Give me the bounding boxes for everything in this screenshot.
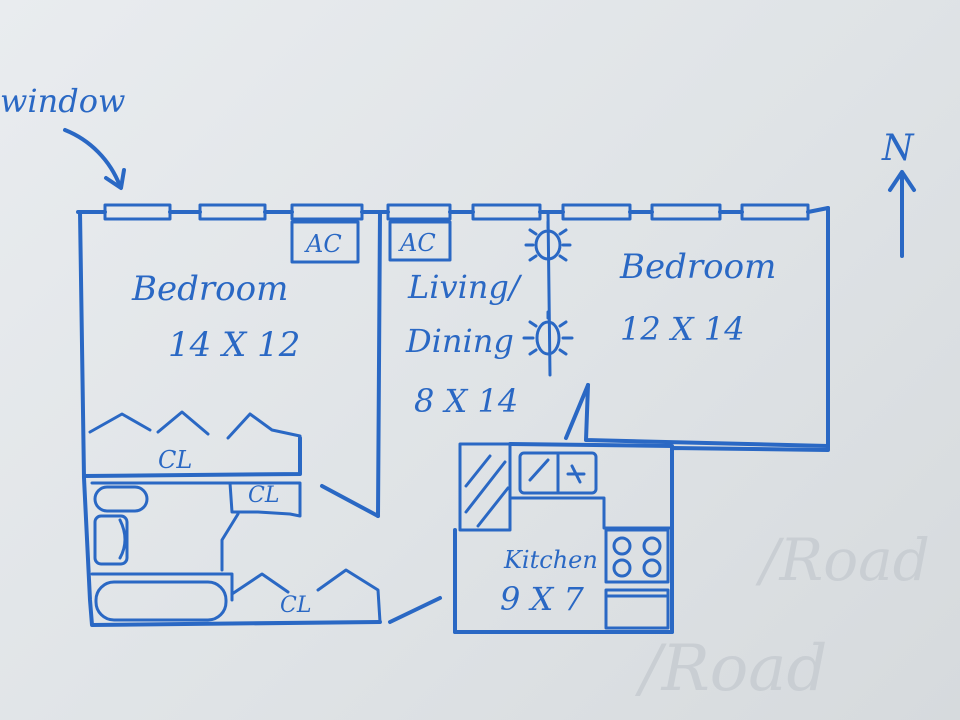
stove-icon — [604, 528, 670, 584]
living-label-line1: Living/ — [407, 268, 523, 306]
window-2 — [198, 203, 267, 221]
ceiling-light-2 — [522, 310, 574, 356]
ghost-scribble-2: /Road — [634, 632, 827, 706]
burner-2 — [642, 536, 662, 556]
sink-icon — [93, 514, 129, 566]
window-6 — [561, 203, 632, 221]
window-arrow-head — [104, 168, 126, 190]
ac-label-living: AC — [398, 229, 436, 257]
closet-hall — [230, 568, 382, 624]
closet-main — [82, 410, 302, 478]
oven-icon — [604, 588, 670, 630]
west-wall — [78, 210, 382, 627]
bedroom-living-partition — [376, 210, 382, 518]
east-bedroom-door-swing — [564, 383, 590, 440]
east-bedroom-partition — [546, 210, 552, 377]
window-5 — [471, 203, 542, 221]
window-1 — [103, 203, 172, 221]
closet-bath-label: CL — [248, 483, 279, 508]
toilet-icon — [93, 485, 149, 513]
kitchen-sink-icon — [518, 451, 598, 495]
bedroom-west-size: 14 X 12 — [168, 325, 300, 365]
kitchen — [453, 442, 674, 634]
window-arrow — [63, 128, 122, 188]
window-3 — [290, 203, 364, 221]
closet-hall-label: CL — [280, 593, 311, 618]
burner-4 — [642, 558, 662, 578]
closet-main-label: CL — [158, 446, 192, 474]
ceiling-light-1 — [524, 220, 572, 262]
burner-3 — [612, 558, 632, 578]
north-wall — [76, 203, 830, 221]
ac-label-west: AC — [304, 230, 342, 258]
east-bedroom-south-wall — [584, 383, 830, 448]
ac-unit-west — [290, 220, 360, 264]
burner-1 — [612, 536, 632, 556]
bedroom-east-size: 12 X 14 — [620, 310, 745, 348]
north-label: N — [881, 128, 915, 169]
kitchen-label: Kitchen — [503, 546, 598, 574]
north-arrow — [888, 170, 916, 258]
ac-unit-living — [388, 220, 452, 262]
window-4 — [386, 203, 452, 221]
living-label-line2: Dining — [405, 322, 514, 360]
bedroom-west-label: Bedroom — [131, 269, 288, 309]
window-7 — [650, 203, 722, 221]
window-label: window — [0, 82, 125, 120]
bathroom — [90, 481, 302, 622]
bathtub-icon — [94, 580, 228, 622]
bedroom-east-label: Bedroom — [619, 247, 776, 287]
window-8 — [740, 203, 810, 221]
kitchen-size: 9 X 7 — [500, 580, 584, 618]
bedroom-door-swing — [320, 484, 380, 518]
living-size: 8 X 14 — [414, 382, 518, 420]
entry-door-swing — [388, 596, 442, 624]
ghost-scribble: /Road — [755, 526, 930, 594]
